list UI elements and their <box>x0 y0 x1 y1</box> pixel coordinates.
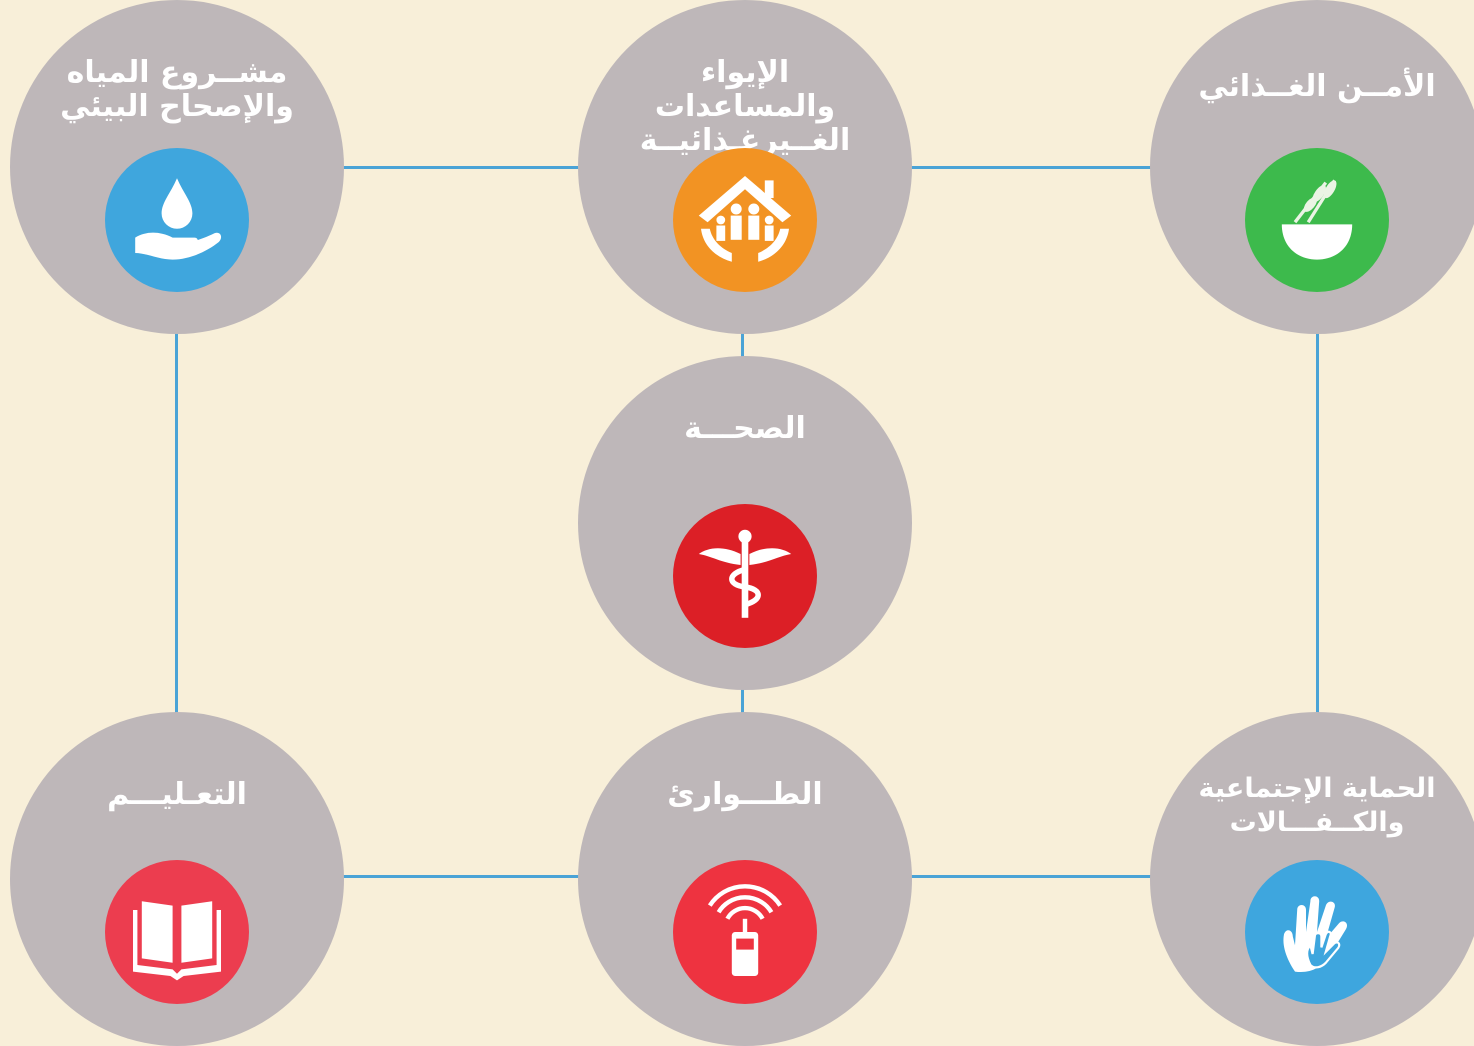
connector-emergency-protection <box>908 875 1156 878</box>
node-label: الطـــوارئ <box>608 778 882 812</box>
node-label: الحماية الإجتماعية والكــفـــالات <box>1180 772 1454 840</box>
node-food-security: الأمــن الغــذائي <box>1150 0 1474 334</box>
node-label: الأمــن الغــذائي <box>1180 70 1454 104</box>
connector-water-shelter <box>340 166 585 169</box>
node-emergency: الطـــوارئ <box>578 712 912 1046</box>
connector-shelter-health <box>741 330 744 360</box>
open-book-icon <box>105 860 249 1004</box>
node-social-protection: الحماية الإجتماعية والكــفـــالات <box>1150 712 1474 1046</box>
water-drop-hand-icon <box>105 148 249 292</box>
node-education: التعـليـــم <box>10 712 344 1046</box>
connector-water-education <box>175 330 178 720</box>
connector-food-protection <box>1316 330 1319 720</box>
node-label: مشــروع المياه والإصحاح البيئي <box>40 56 314 124</box>
label-line: الحماية الإجتماعية <box>1198 773 1436 804</box>
node-health: الصحـــة <box>578 356 912 690</box>
connector-shelter-food <box>908 166 1156 169</box>
label-line: الصحـــة <box>684 411 806 446</box>
node-label: التعـليـــم <box>40 778 314 812</box>
label-line: مشــروع المياه <box>66 55 288 90</box>
label-line: التعـليـــم <box>107 777 247 812</box>
caduceus-icon <box>673 504 817 648</box>
node-shelter: الإيواء والمساعدات الغــيرغـذائيــة <box>578 0 912 334</box>
node-water-sanitation: مشــروع المياه والإصحاح البيئي <box>10 0 344 334</box>
house-family-icon <box>673 148 817 292</box>
label-line: الإيواء والمساعدات <box>654 55 836 124</box>
hands-icon <box>1245 860 1389 1004</box>
node-label: الإيواء والمساعدات الغــيرغـذائيــة <box>608 56 882 158</box>
label-line: الأمــن الغــذائي <box>1198 69 1436 104</box>
label-line: والكــفـــالات <box>1229 807 1405 838</box>
label-line: والإصحاح البيئي <box>60 89 294 124</box>
connector-education-emergency <box>340 875 585 878</box>
connector-health-emergency <box>741 686 744 716</box>
wheat-bowl-icon <box>1245 148 1389 292</box>
radio-phone-icon <box>673 860 817 1004</box>
node-label: الصحـــة <box>608 412 882 446</box>
label-line: الطـــوارئ <box>667 777 823 812</box>
